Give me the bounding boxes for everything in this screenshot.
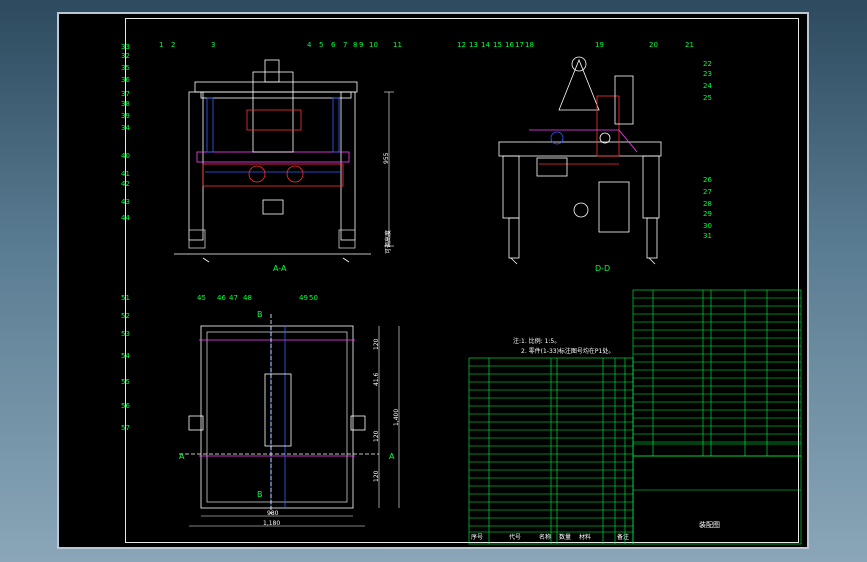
callout-28: 27 [703,188,712,196]
callout-29: 28 [703,200,712,208]
label-b-bottom: B [257,490,263,499]
callout-38: 38 [121,100,130,108]
callout-41: 41 [121,170,130,178]
callout-9: 9 [359,41,364,49]
callout-36: 36 [121,76,130,84]
label-b-top: B [257,310,263,319]
dim-plan-height: 1,400 [393,408,400,426]
label-dd: D-D [595,264,611,273]
callout-43: 43 [121,198,130,206]
note-line-1: 注:1. 比例: 1:5。 [513,338,561,345]
drawing-sheet: A-A D-D A A B B 1 2 3 4 5 6 7 8 9 10 11 … [57,12,809,549]
title-block-label: 装配图 [699,521,720,529]
callout-27: 26 [703,176,712,184]
callout-4: 4 [307,41,312,49]
dim-plan-d1: 120 [373,338,380,350]
callout-10: 10 [369,41,378,49]
callout-8: 8 [353,41,358,49]
callout-55: 55 [121,378,130,386]
callout-53: 53 [121,330,130,338]
callout-25: 25 [703,94,712,102]
callout-17: 17 [515,41,524,49]
callout-46: 46 [217,294,226,302]
callout-49: 49 [299,294,308,302]
dim-aa-height: 955 [383,152,390,164]
callout-23: 23 [703,70,712,78]
callout-13: 13 [469,41,478,49]
callout-16: 16 [505,41,514,49]
callout-51: 51 [121,294,130,302]
parts-table-right [632,289,802,545]
callout-5: 5 [319,41,324,49]
callout-34: 34 [121,124,130,132]
dim-plan-total-width: 1,180 [263,520,281,527]
parts-header-name: 名称 [539,534,552,541]
callout-35: 35 [121,64,130,72]
callout-24: 24 [703,82,712,90]
callout-31: 30 [703,222,712,230]
parts-header-code: 代号 [509,534,522,541]
callout-26: 31 [703,232,712,240]
dim-plan-d3: 120 [373,430,380,442]
note-line-2: 2. 零件(1-33)标注图号均在P1处。 [521,348,615,355]
callout-2: 2 [171,41,176,49]
parts-header-qty: 数量 [559,534,572,541]
callout-22: 22 [703,60,712,68]
view-plan [179,314,400,527]
callout-37: 37 [121,90,130,98]
callout-18: 18 [525,41,534,49]
callout-20: 20 [649,41,658,49]
view-dd [498,56,662,265]
callout-45: 45 [197,294,206,302]
callout-12: 12 [457,41,466,49]
callout-40: 40 [121,152,130,160]
callout-11: 11 [393,41,402,49]
callout-50: 50 [309,294,318,302]
callout-14: 14 [481,41,490,49]
cad-drawing [174,56,802,545]
callout-33: 33 [121,43,130,51]
dim-aa-sub: 可调高度 [385,229,392,254]
callout-7: 7 [343,41,348,49]
callout-44: 44 [121,214,130,222]
callout-19: 19 [595,41,604,49]
callout-47: 47 [229,294,238,302]
label-a-left: A [179,452,185,461]
parts-table-left [468,357,634,545]
parts-header-no: 序号 [471,534,484,541]
parts-header-remark: 备注 [617,534,630,541]
callout-30: 29 [703,210,712,218]
view-aa [174,59,394,263]
callout-54: 54 [121,352,130,360]
callout-52: 52 [121,312,130,320]
callout-57: 57 [121,424,130,432]
drawing-frame [125,18,799,543]
dim-plan-d4: 120 [373,470,380,482]
callout-1: 1 [159,41,164,49]
dim-plan-width: 980 [267,510,279,517]
callout-42: 42 [121,180,130,188]
label-aa: A-A [273,264,287,273]
callout-48: 48 [243,294,252,302]
dim-plan-d2: 41.6 [373,372,380,386]
parts-header-material: 材料 [579,534,592,541]
callout-15: 15 [493,41,502,49]
callout-21: 21 [685,41,694,49]
callout-39: 39 [121,112,130,120]
callout-32: 32 [121,52,130,60]
label-a-right: A [389,452,395,461]
callout-56: 56 [121,402,130,410]
callout-3: 3 [211,41,216,49]
callout-6: 6 [331,41,336,49]
